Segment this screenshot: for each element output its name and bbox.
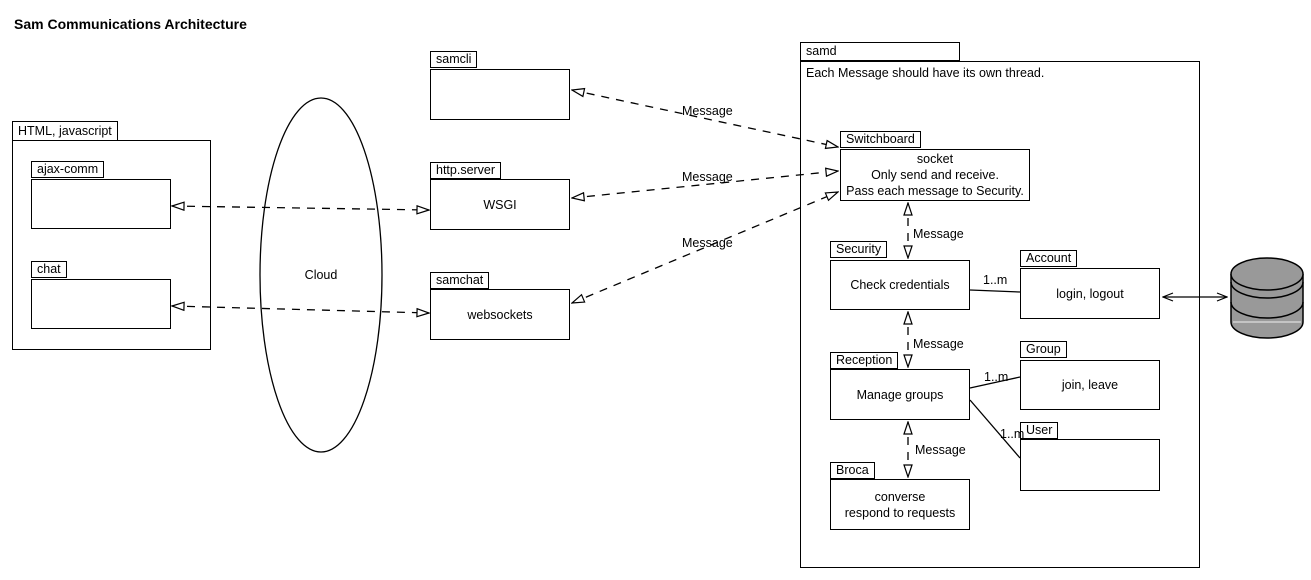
package-group-body: join, leave (1020, 360, 1160, 410)
switchboard-line-1: socket (916, 152, 954, 166)
package-chat-body (31, 279, 171, 329)
cloud-label: Cloud (304, 268, 338, 282)
package-security-body: Check credentials (830, 260, 970, 310)
package-switchboard-tab: Switchboard (840, 131, 921, 148)
message-label-switchboard-security: Message (913, 227, 964, 241)
package-account-body: login, logout (1020, 268, 1160, 319)
message-label-websockets: Message (682, 236, 733, 250)
package-group-tab: Group (1020, 341, 1067, 358)
package-samcli-body (430, 69, 570, 120)
message-label-security-reception: Message (913, 337, 964, 351)
package-broca-body: converse respond to requests (830, 479, 970, 530)
broca-line-2: respond to requests (844, 505, 956, 520)
multiplicity-label-group: 1..m (984, 370, 1009, 384)
message-label-samcli: Message (682, 104, 733, 118)
edge-samcli-switchboard (572, 90, 838, 147)
samd-note: Each Message should have its own thread. (806, 66, 1045, 80)
package-ajax-comm-tab: ajax-comm (31, 161, 105, 178)
package-samchat-tab: samchat (430, 272, 490, 289)
websockets-label: websockets (467, 307, 533, 322)
package-http-server-body: WSGI (430, 179, 570, 230)
security-text: Check credentials (850, 278, 950, 292)
message-label-wsgi: Message (682, 170, 733, 184)
package-user-tab: User (1020, 422, 1059, 439)
package-samd-tab: samd (800, 42, 960, 61)
package-broca-tab: Broca (830, 462, 875, 479)
switchboard-line-3: Pass each message to Security. (846, 184, 1024, 198)
package-security-tab: Security (830, 241, 888, 258)
package-http-server-tab: http.server (430, 162, 502, 179)
account-text: login, logout (1056, 286, 1124, 301)
switchboard-line-2: Only send and receive. (871, 168, 999, 182)
database-cylinder-icon (1230, 257, 1304, 339)
package-account-tab: Account (1020, 250, 1078, 267)
package-reception-body: Manage groups (830, 369, 970, 420)
group-text: join, leave (1061, 378, 1119, 392)
package-user-body (1020, 439, 1160, 491)
package-reception-tab: Reception (830, 352, 899, 369)
message-label-reception-broca: Message (915, 443, 966, 457)
package-samcli-tab: samcli (430, 51, 478, 68)
package-chat-tab: chat (31, 261, 67, 278)
multiplicity-label-user: 1..m (1000, 427, 1025, 441)
package-ajax-comm-body (31, 179, 171, 229)
package-switchboard-body: socket Only send and receive. Pass each … (840, 149, 1030, 201)
broca-line-1: converse (874, 489, 926, 504)
package-html-js-tab: HTML, javascript (12, 121, 118, 141)
reception-text: Manage groups (856, 387, 944, 402)
diagram-title: Sam Communications Architecture (14, 16, 247, 32)
package-samchat-body: websockets (430, 289, 570, 340)
wsgi-label: WSGI (483, 197, 517, 212)
multiplicity-label-account: 1..m (983, 273, 1008, 287)
